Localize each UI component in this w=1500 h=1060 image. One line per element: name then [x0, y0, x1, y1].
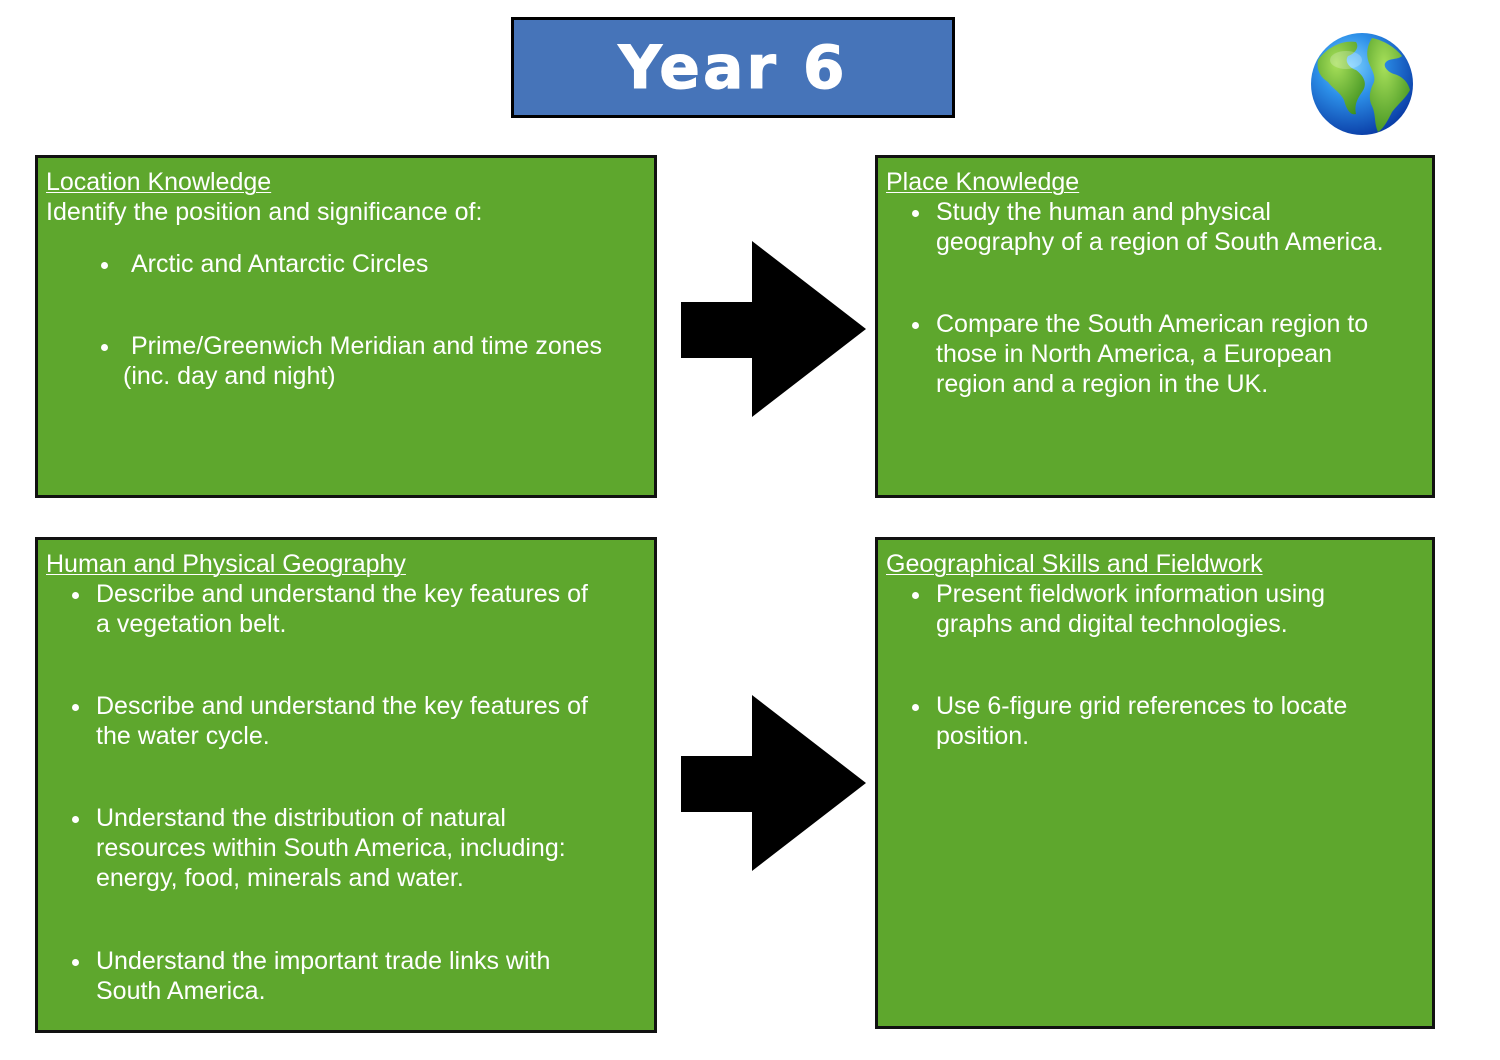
list-item: Present fieldwork information using grap… [912, 579, 1325, 639]
location-knowledge-panel: Location Knowledge Identify the position… [35, 155, 657, 498]
right-arrow-icon [681, 241, 866, 417]
location-knowledge-intro: Identify the position and significance o… [46, 198, 483, 226]
skills-fieldwork-panel: Geographical Skills and Fieldwork Presen… [875, 537, 1435, 1029]
skills-fieldwork-title: Geographical Skills and Fieldwork [886, 550, 1263, 578]
bullet-icon [912, 704, 919, 711]
human-physical-geography-title: Human and Physical Geography [46, 550, 406, 578]
human-physical-geography-panel: Human and Physical Geography Describe an… [35, 537, 657, 1033]
bullet-icon [912, 322, 919, 329]
right-arrow-icon [681, 695, 866, 871]
list-item: Compare the South American region to tho… [912, 309, 1368, 399]
bullet-icon [101, 262, 108, 269]
bullet-icon [101, 344, 108, 351]
bullet-icon [912, 592, 919, 599]
list-item: Study the human and physical geography o… [912, 197, 1384, 257]
list-item: Understand the important trade links wit… [72, 946, 550, 1006]
list-item: Use 6-figure grid references to locate p… [912, 691, 1347, 751]
location-knowledge-title: Location Knowledge [46, 168, 272, 196]
bullet-icon [72, 704, 79, 711]
list-item: Prime/Greenwich Meridian and time zones [101, 331, 602, 361]
bullet-icon [72, 816, 79, 823]
bullet-icon [912, 210, 919, 217]
list-item: Arctic and Antarctic Circles [101, 249, 428, 279]
bullet-icon [72, 592, 79, 599]
list-item: Describe and understand the key features… [72, 691, 588, 751]
earth-globe-icon [1311, 33, 1413, 135]
list-item: Understand the distribution of natural r… [72, 803, 566, 893]
place-knowledge-title: Place Knowledge [886, 168, 1080, 196]
title-banner: Year 6 [511, 17, 955, 118]
place-knowledge-panel: Place Knowledge Study the human and phys… [875, 155, 1435, 498]
list-item: Describe and understand the key features… [72, 579, 588, 639]
page-title: Year 6 [618, 32, 848, 103]
bullet-icon [72, 959, 79, 966]
list-item-continuation: (inc. day and night) [123, 362, 336, 390]
